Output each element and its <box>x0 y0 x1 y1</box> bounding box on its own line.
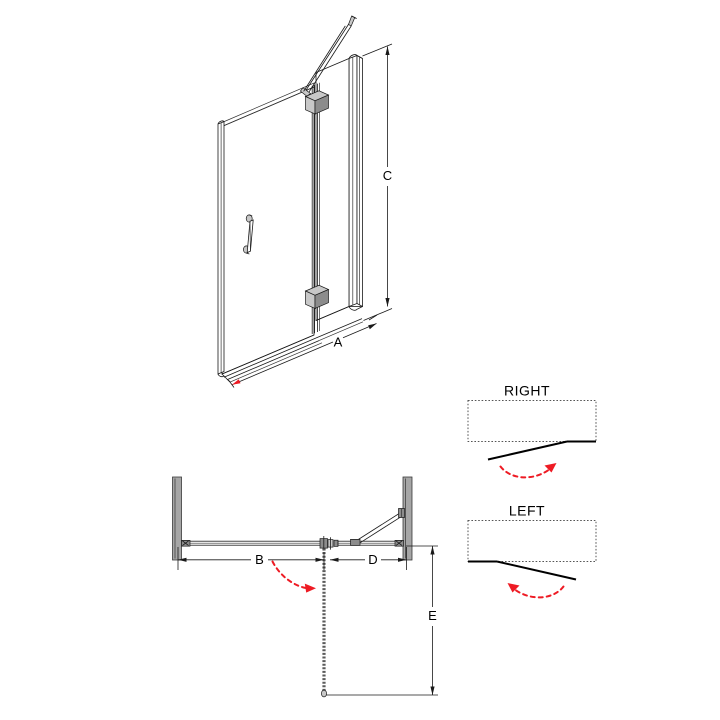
dimension-c: C <box>362 43 392 321</box>
handing-left-door <box>468 560 577 581</box>
plan-view: B D E <box>172 476 438 698</box>
hinge-assembly <box>319 536 339 551</box>
dimension-b: B <box>177 547 325 570</box>
dimension-a: A <box>228 314 378 388</box>
left-wall <box>172 476 182 561</box>
isometric-view: A C <box>217 15 392 388</box>
door-left-stile <box>217 120 225 378</box>
dimension-b-label: B <box>255 552 264 567</box>
handing-left-enclosure-outline <box>467 520 597 562</box>
handing-right-door <box>487 440 596 461</box>
handing-panel-right-title: RIGHT <box>504 383 550 399</box>
handing-panel-left-title: LEFT <box>509 503 545 519</box>
door-glass-leaf <box>221 82 315 375</box>
right-wall <box>402 476 413 561</box>
bottom-rail <box>221 306 364 383</box>
swing-direction-arrow <box>271 560 316 593</box>
support-bar-plan <box>350 508 405 546</box>
handing-right-enclosure-outline <box>467 400 597 442</box>
handing-panel-right[interactable]: RIGHT <box>467 383 597 479</box>
handing-panel-left[interactable]: LEFT <box>467 503 597 599</box>
handing-right-swing-arrow <box>499 463 557 479</box>
dimension-d: D <box>330 547 407 570</box>
door-leaf-closed <box>181 540 323 547</box>
dimension-e: E <box>326 545 438 696</box>
door-handle <box>243 214 254 255</box>
dimension-d-label: D <box>368 552 377 567</box>
support-bar <box>299 15 357 97</box>
wall-profile <box>348 54 363 311</box>
lower-hinge <box>304 284 330 310</box>
dimension-c-label: C <box>383 168 392 183</box>
dimension-e-label: E <box>428 608 437 623</box>
door-leaf-open <box>321 548 327 698</box>
upper-hinge <box>304 90 330 115</box>
dimension-a-label: A <box>334 334 343 349</box>
handing-left-swing-arrow <box>507 583 565 599</box>
fixed-panel <box>337 540 404 547</box>
